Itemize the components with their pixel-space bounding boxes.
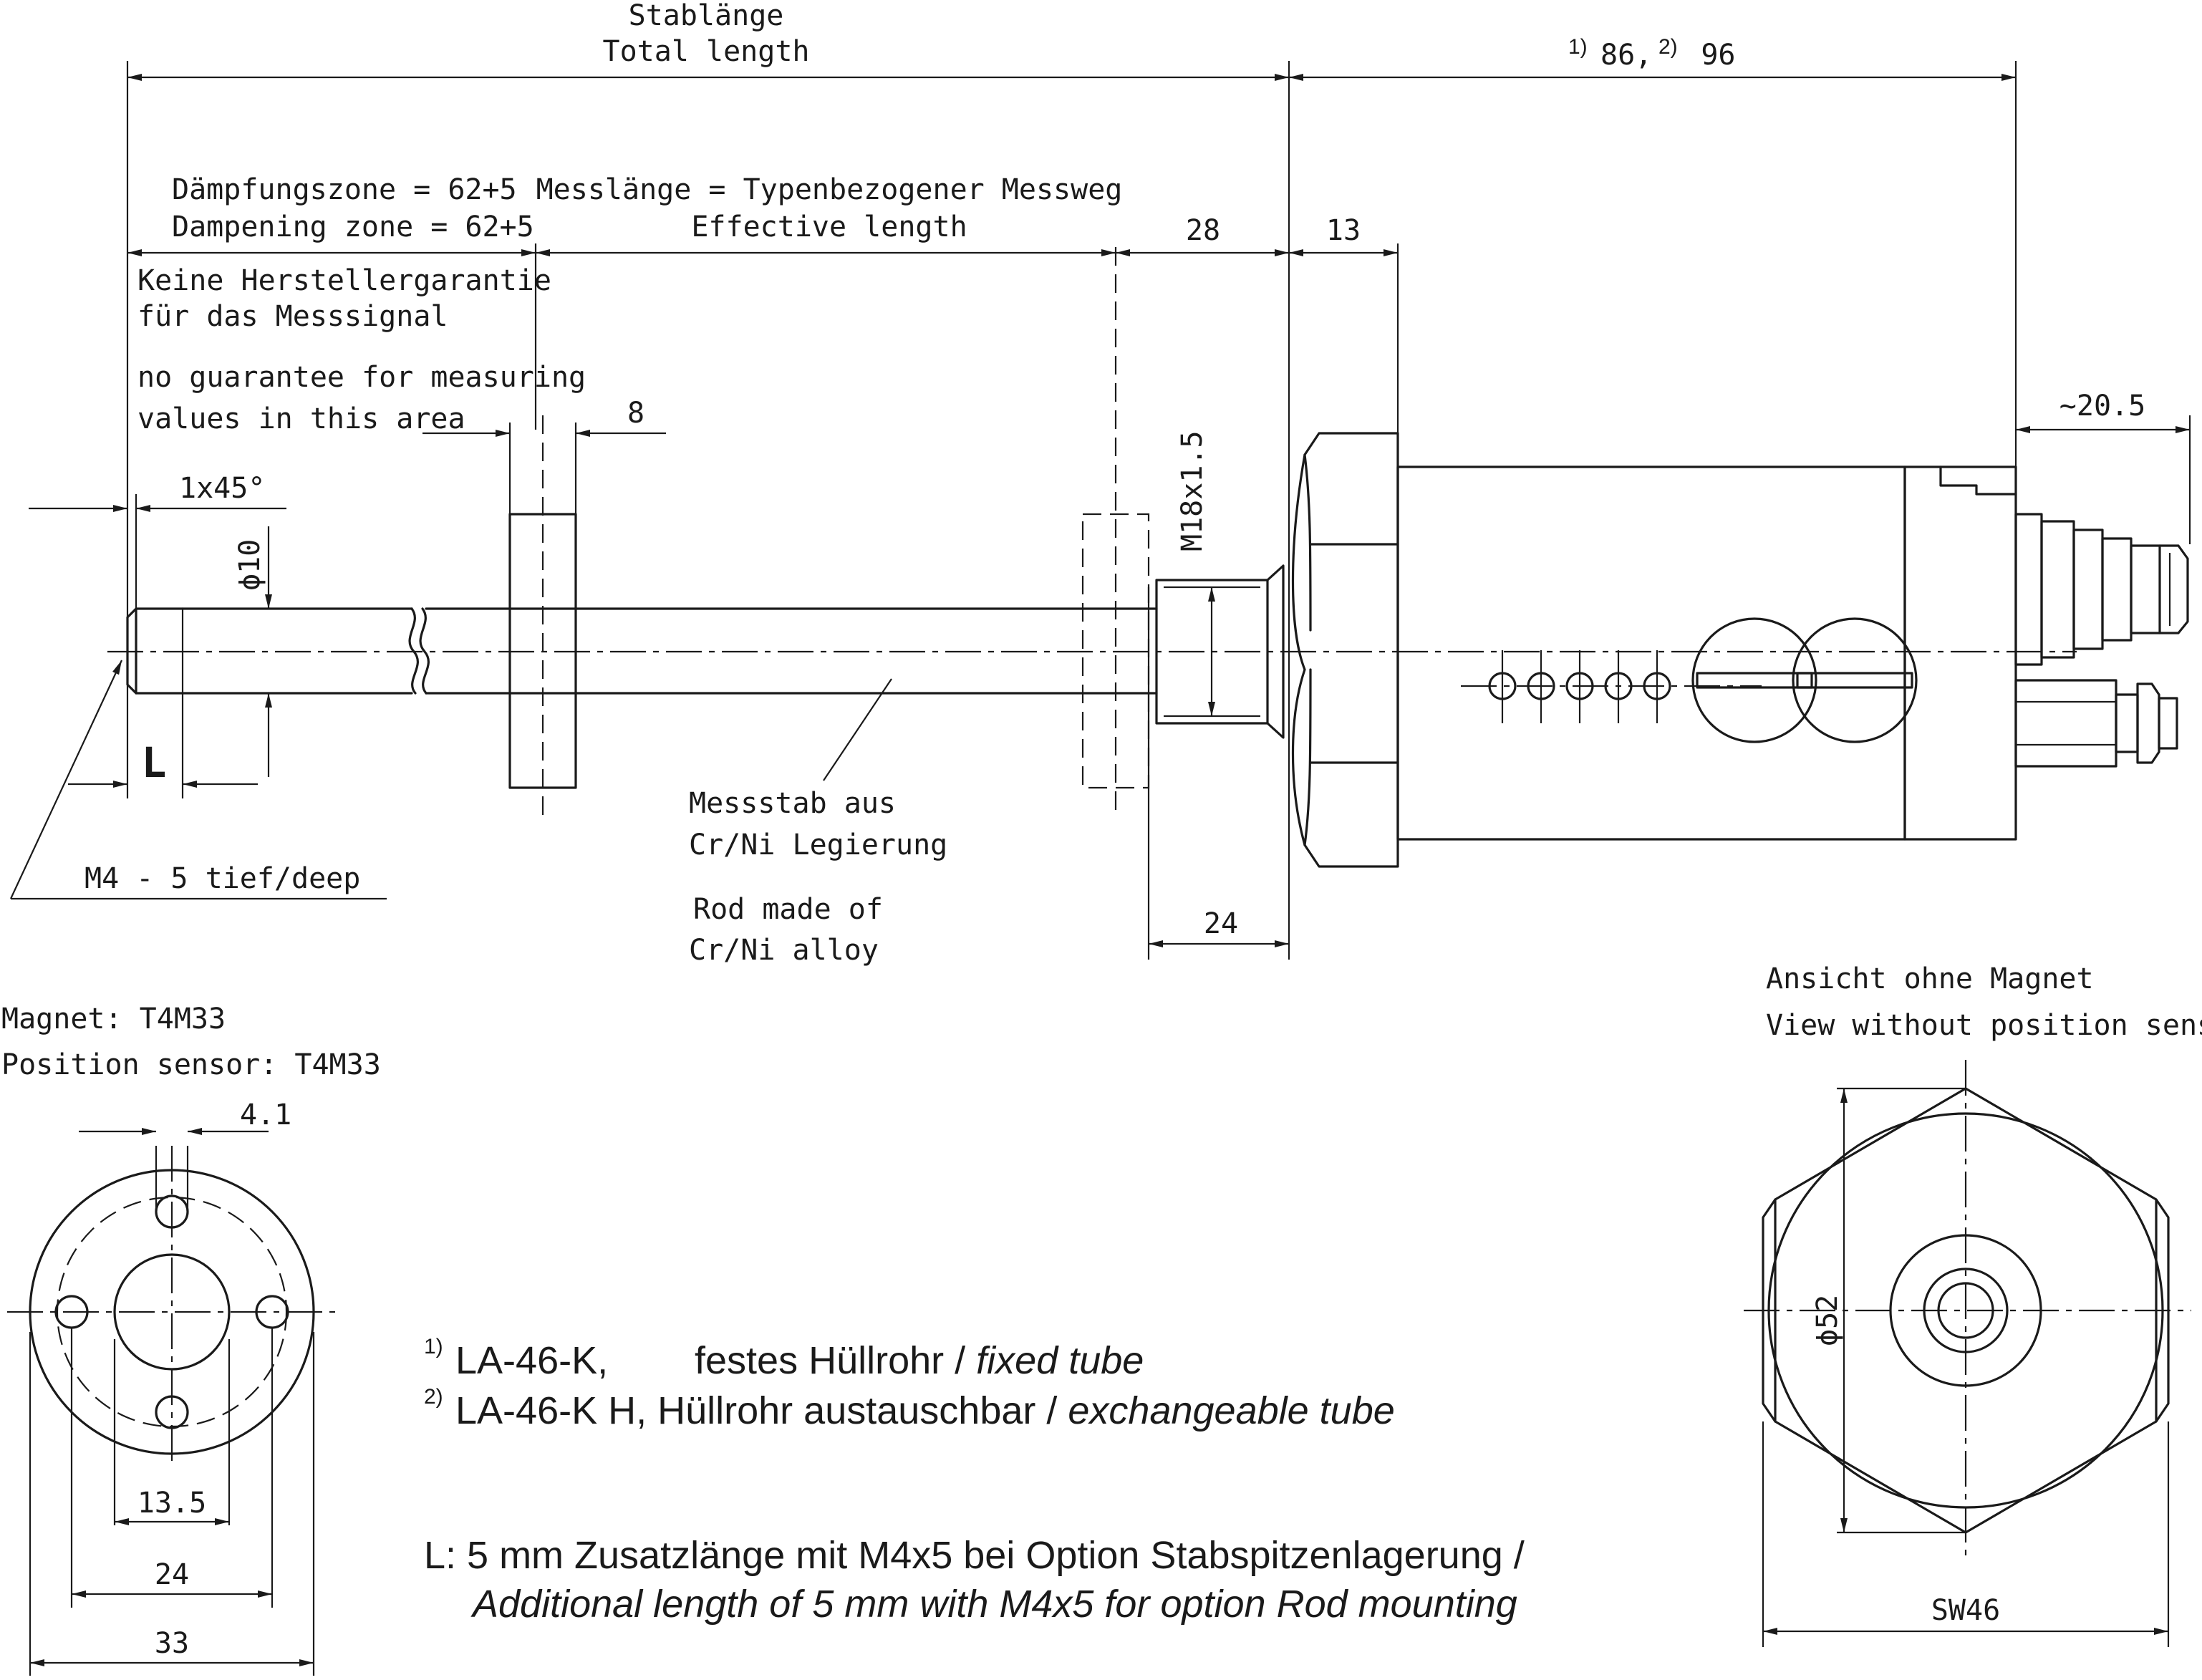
footnote-1-mark: 1) xyxy=(424,1335,443,1358)
total-length-de: Stablänge xyxy=(629,0,784,32)
end-view-sw: SW46 xyxy=(1931,1594,2000,1627)
dampening-en: Dampening zone = 62+5 xyxy=(172,211,534,243)
footnote-1-b: festes Hüllrohr / fixed tube xyxy=(695,1339,1144,1382)
dim-20-5: ~20.5 xyxy=(2059,390,2145,423)
dimension-lines xyxy=(10,61,2191,960)
no-warranty-de-2: für das Messsignal xyxy=(137,300,448,333)
magnet-label-en: Position sensor: T4M33 xyxy=(1,1048,381,1081)
magnet-dim-33: 33 xyxy=(155,1627,189,1660)
hex-end-view xyxy=(1744,1060,2191,1647)
annotation-notes: Keine Herstellergarantie für das Messsig… xyxy=(84,264,947,967)
rod-material-en-1: Rod made of xyxy=(693,893,883,926)
chamfer-label: 1x45° xyxy=(179,472,265,505)
l-note-2: Additional length of 5 mm with M4x5 for … xyxy=(470,1583,1517,1626)
no-warranty-en-1: no guarantee for measuring xyxy=(137,361,586,394)
footnotes: 1) LA-46-K, festes Hüllrohr / fixed tube… xyxy=(424,1335,1525,1626)
l-label: L xyxy=(142,738,167,787)
end-view-label-en: View without position sensor xyxy=(1766,1009,2202,1042)
rod-material-de-1: Messstab aus xyxy=(689,787,896,820)
rod-material-de-2: Cr/Ni Legierung xyxy=(689,829,947,861)
dim-8: 8 xyxy=(627,397,644,430)
magnet-dim-4-1: 4.1 xyxy=(240,1099,291,1131)
head-length: 86, 96 xyxy=(1600,39,1736,72)
total-length-en: Total length xyxy=(603,35,810,68)
thread-depth: M4 - 5 tief/deep xyxy=(84,862,360,895)
footnote-1-a: LA-46-K, xyxy=(455,1339,608,1382)
led-row xyxy=(1461,650,1762,723)
effective-de: Messlänge = Typenbezogener Messweg xyxy=(536,173,1123,206)
rod-diameter: ϕ10 xyxy=(233,539,266,591)
thread-label: M18x1.5 xyxy=(1176,430,1209,551)
connector-upper xyxy=(2014,513,2189,666)
dim-13: 13 xyxy=(1326,214,1361,247)
head-length-mark1: 1) xyxy=(1568,35,1588,59)
no-warranty-en-2: values in this area xyxy=(137,402,465,435)
dim-24: 24 xyxy=(1204,907,1238,940)
end-view-label-de: Ansicht ohne Magnet xyxy=(1766,962,2094,995)
no-warranty-de-1: Keine Herstellergarantie xyxy=(137,264,551,297)
magnet-front-view xyxy=(7,1128,340,1676)
footnote-2-mark: 2) xyxy=(424,1385,443,1409)
magnet-dim-24: 24 xyxy=(155,1558,189,1591)
end-view-diameter: ϕ52 xyxy=(1811,1295,1844,1346)
end-view-labels: Ansicht ohne Magnet View without positio… xyxy=(1766,962,2202,1627)
magnet-label-de: Magnet: T4M33 xyxy=(1,1003,226,1035)
dim-28: 28 xyxy=(1186,214,1220,247)
l-note-1: L: 5 mm Zusatzlänge mit M4x5 bei Option … xyxy=(424,1534,1525,1577)
connector-lower xyxy=(2014,679,2178,768)
magnet-view-labels: Magnet: T4M33 Position sensor: T4M33 4.1… xyxy=(1,1003,381,1660)
side-view xyxy=(107,247,2189,868)
head-length-mark2: 2) xyxy=(1658,35,1678,59)
rod-material-en-2: Cr/Ni alloy xyxy=(689,934,879,967)
footnote-2: LA-46-K H, Hüllrohr austauschbar / excha… xyxy=(455,1389,1395,1432)
dampening-de: Dämpfungszone = 62+5 xyxy=(172,173,517,206)
magnet-dim-13-5: 13.5 xyxy=(137,1487,206,1520)
effective-en: Effective length xyxy=(691,211,967,243)
dimension-labels: Stablänge Total length 1) 2) 86, 96 Dämp… xyxy=(142,0,2146,940)
